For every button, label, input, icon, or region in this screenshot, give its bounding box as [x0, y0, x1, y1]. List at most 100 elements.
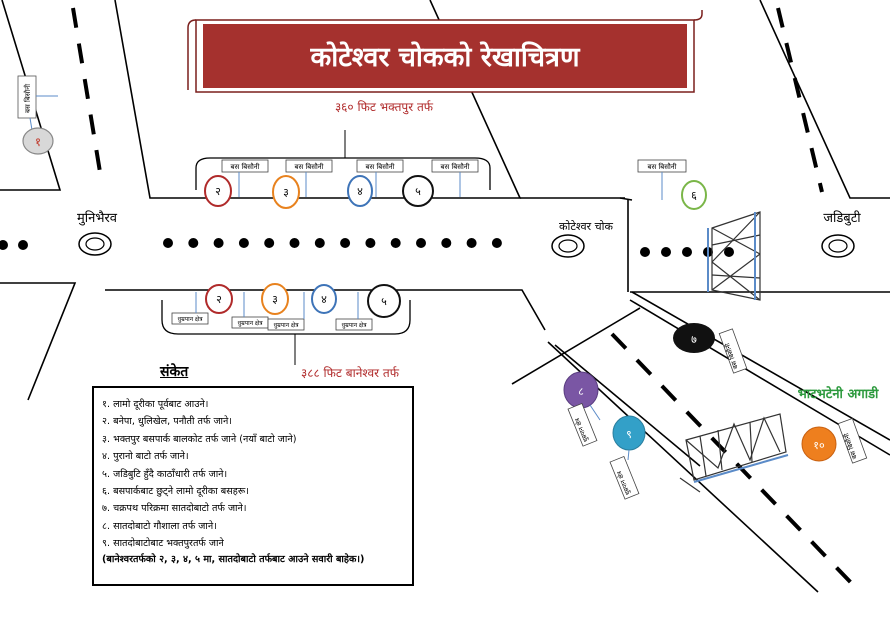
stop-6: बस बिसौनी ६ [637, 159, 707, 210]
bottom-stop-5-marker [367, 284, 401, 318]
roundabouts [78, 232, 855, 258]
lane-dot [264, 238, 275, 248]
stop-1: बस बिसौनी १ [17, 75, 58, 155]
stop-8: ८ धुम्रपान क्षेत्र [563, 371, 601, 447]
legend-heading: संकेत [160, 364, 189, 380]
stop-7-number: ७ [691, 333, 697, 346]
lane-dot [441, 238, 452, 248]
bottom-stop-5-number: ५ [381, 295, 387, 308]
lane-dot [0, 240, 8, 250]
legend-item: ५. जडिबुटि हुँदै काठाँधारी तर्फ जाने। [102, 468, 228, 480]
bridge-bhatbhateni [679, 413, 789, 493]
road-edge [0, 0, 62, 191]
lane-dot [390, 238, 401, 248]
lane-dot [213, 238, 224, 248]
stop-9: ९ धुम्रपान क्षेत्र [609, 415, 646, 500]
top-stop-4-marker [347, 175, 373, 207]
lane-dot [661, 247, 671, 257]
bottom-sign-3-label: धुम्रपान क्षेत्र [237, 319, 263, 327]
bottom-stop-4-number: ४ [321, 293, 327, 306]
road-edge [114, 0, 522, 199]
place-munibhairab: मुनिभैरव [77, 210, 118, 226]
bottom-bracket [161, 300, 411, 335]
stop-1-marker [22, 127, 54, 155]
road-edge [631, 291, 890, 441]
bottom-stop-2-marker [205, 284, 233, 314]
road-edge [759, 0, 890, 199]
lane-dot [365, 238, 376, 248]
legend-item: २. बनेपा, धुलिखेल, पनौती तर्फ जाने। [102, 416, 233, 428]
stop-10: १० बस बिसौनी [801, 418, 868, 464]
road-edge [554, 344, 701, 467]
legend-item: १. लामो दूरीका पूर्वबाट आउने। [102, 399, 209, 410]
top-stop-5-number: ५ [415, 185, 421, 198]
lane-dot [163, 238, 173, 248]
legend-note: (बानेश्वरतर्फको २, ३, ४, ५ मा, सातदोबाटो… [102, 553, 365, 565]
legend-item: ८. सातदोबाटो गौशाला तर्फ जाने। [102, 520, 217, 532]
top-stop-3-number: ३ [283, 186, 289, 199]
lane-dot [466, 238, 477, 248]
stop-9-number: ९ [626, 428, 632, 441]
lane-dot [640, 247, 650, 257]
stop-6-number: ६ [691, 189, 697, 202]
bottom-sign-2-label: धुम्रपान क्षेत्र [177, 315, 203, 323]
place-koteshwor-chowk: कोटेश्वर चोक [559, 220, 613, 233]
lane-dot [724, 247, 734, 257]
top-bracket [195, 157, 491, 190]
lane-dot [491, 238, 502, 248]
direction-bottom: ३८८ फिट बानेश्वर तर्फ [301, 366, 400, 380]
top-sign-3-label: बस बिसौनी [294, 162, 323, 171]
stop-10-number: १० [813, 439, 825, 452]
top-stop-4-number: ४ [357, 185, 363, 198]
top-stops: बस बिसौनी बस बिसौनी बस बिसौनी बस बिसौनी … [204, 159, 479, 209]
legend-item: ४. पुरानो बाटो तर्फ जाने। [102, 451, 189, 463]
stop-8-number: ८ [578, 385, 584, 398]
stop-6-label: बस बिसौनी [647, 162, 676, 171]
top-stop-3-marker [272, 175, 300, 209]
legend-item: ९. सातदोबाटोबाट भक्तपुरतर्फ जाने [102, 538, 224, 550]
lane-dot [340, 238, 351, 248]
centre-lines [71, 7, 860, 592]
bottom-stop-4-marker [311, 284, 337, 314]
bottom-stop-3-marker [261, 283, 289, 315]
top-stop-5-marker [402, 175, 434, 207]
lane-dot [682, 247, 692, 257]
legend-item: ७. चक्रपथ परिक्रमा सातदोबाटो तर्फ जाने। [102, 503, 247, 515]
lane-dot [188, 238, 199, 248]
lane-dot [289, 238, 300, 248]
roundabout-munibhairab [78, 232, 112, 256]
top-sign-2-label: बस बिसौनी [230, 162, 259, 171]
lane-dot [238, 238, 249, 248]
bottom-sign-5-label: धुम्रपान क्षेत्र [341, 321, 367, 329]
title-banner: कोटेश्वर चोकको रेखाचित्रण [187, 10, 703, 93]
legend-box: १. लामो दूरीका पूर्वबाट आउने। २. बनेपा, ध… [92, 386, 414, 586]
page-title: कोटेश्वर चोकको रेखाचित्रण [310, 41, 581, 73]
centre-line [71, 7, 102, 173]
top-stop-2-marker [204, 175, 232, 207]
lane-dot [416, 238, 426, 248]
place-jadibuti: जडिबुटी [823, 210, 861, 226]
place-bhatbhateni: भाटभटेनी अगाडी [798, 386, 879, 402]
top-stop-2-number: २ [215, 185, 221, 198]
stop-1-number: १ [35, 135, 41, 149]
bottom-sign-4-label: धुम्रपान क्षेत्र [273, 321, 299, 329]
road-edge [105, 289, 546, 331]
legend-items: १. लामो दूरीका पूर्वबाट आउने। २. बनेपा, ध… [102, 396, 404, 553]
legend-item: ६. बसपार्कबाट छुट्ने लामो दूरीका बसहरू। [102, 486, 249, 498]
bridge-jadibuti [707, 211, 761, 301]
roundabout-jadibuti [821, 234, 855, 258]
centre-line [610, 332, 860, 592]
road-edge [511, 307, 641, 385]
roundabout-koteshwor [551, 234, 585, 258]
bottom-stops: धुम्रपान क्षेत्र धुम्रपान क्षेत्र धुम्रप… [171, 283, 401, 331]
stop-10-marker [801, 426, 837, 462]
stop-7-marker [673, 323, 715, 353]
bottom-stop-2-number: २ [216, 293, 222, 306]
lane-dot [18, 240, 28, 250]
top-sign-5-label: बस बिसौनी [440, 162, 469, 171]
road-edge [619, 197, 633, 201]
centre-line [776, 7, 824, 193]
legend-item: ३. भक्तपुर बसपार्क बालकोट तर्फ जाने (नया… [102, 433, 297, 445]
